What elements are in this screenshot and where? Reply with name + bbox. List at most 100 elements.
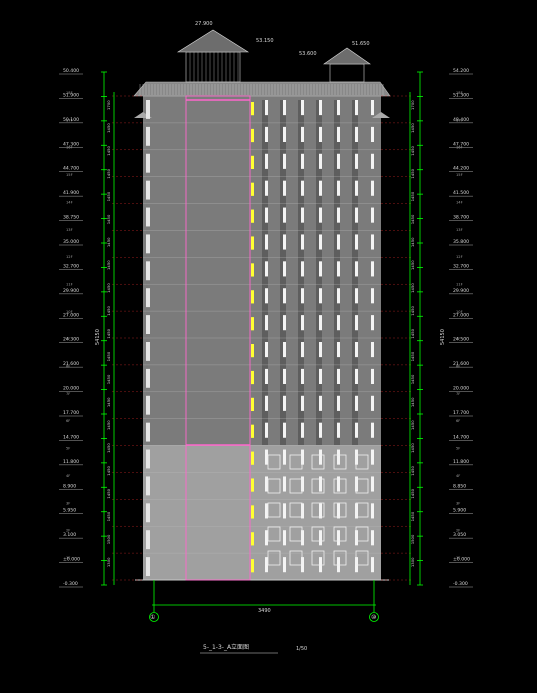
podium-window (267, 502, 281, 518)
window (301, 476, 304, 492)
window-accent (251, 209, 254, 223)
elevation-label: 27.000 (63, 312, 79, 318)
podium-window (267, 454, 281, 470)
floor-tag: 16F (456, 146, 463, 150)
window (337, 126, 340, 142)
story-dimension: 1450 (410, 214, 415, 224)
floor-tag: 18F (456, 91, 463, 95)
window (371, 449, 374, 465)
window (319, 261, 322, 277)
window-accent (251, 317, 254, 331)
window (301, 557, 304, 573)
elevation-label: 50.100 (63, 117, 79, 123)
window (371, 476, 374, 492)
podium-window (333, 526, 347, 542)
elevation-label: 44.700 (63, 166, 79, 172)
window (355, 315, 358, 331)
window (355, 476, 358, 492)
window-left-edge (146, 180, 150, 200)
floor-tag: 14F (66, 200, 73, 204)
floor-tag: 11F (66, 282, 73, 286)
window-left-edge (146, 288, 150, 308)
window-accent (251, 182, 254, 196)
window (371, 153, 374, 169)
window-left-edge (146, 207, 150, 227)
elevation-label: 35.800 (453, 239, 469, 245)
elevation-label: 11.800 (453, 459, 469, 465)
elevation-label: 48.400 (453, 117, 469, 123)
tower-left-roof (176, 29, 250, 53)
floor-tag: 1F (456, 556, 460, 560)
window (319, 449, 322, 465)
story-dimension: 1450 (106, 305, 111, 315)
window (301, 234, 304, 250)
window (337, 207, 340, 223)
podium-window (355, 502, 369, 518)
bottom-dimension (149, 580, 379, 654)
window-left-edge (146, 449, 150, 469)
window (301, 180, 304, 196)
elevation-label: 47.700 (453, 141, 469, 147)
floor-tag: 3F (456, 501, 460, 505)
story-dimension: 1450 (410, 260, 415, 270)
window-accent (251, 236, 254, 250)
floor-tag: 14F (456, 200, 463, 204)
window-left-edge (146, 261, 150, 281)
window-left-edge (146, 557, 150, 576)
elevation-label: 27.000 (453, 312, 469, 318)
window (319, 100, 322, 116)
window (301, 395, 304, 411)
window (371, 368, 374, 384)
podium-window (355, 550, 369, 566)
elevation-label: ±0.000 (63, 557, 80, 563)
elevation-label: 29.900 (453, 288, 469, 294)
window (337, 234, 340, 250)
story-dimension: 1450 (410, 123, 415, 133)
right-total-dimension: 54150 (440, 329, 446, 345)
elevation-label: 29.900 (63, 288, 79, 294)
window (337, 449, 340, 465)
window (265, 557, 268, 573)
floor-tag: 8F (456, 365, 460, 369)
drawing-scale: 1/50 (296, 646, 307, 652)
story-dimension: 1450 (410, 374, 415, 384)
elevation-label: 51.900 (63, 92, 79, 98)
floor-tag: 12F (66, 255, 73, 259)
highlight-bay (185, 95, 251, 581)
podium-window (311, 502, 325, 518)
window (337, 153, 340, 169)
elevation-label: 47.300 (63, 141, 79, 147)
podium-window (333, 478, 347, 494)
roof-cornice (133, 81, 391, 97)
window (265, 315, 268, 331)
window (371, 288, 374, 304)
window (265, 234, 268, 250)
axis-bubble-right-label: ⑩ (371, 614, 376, 621)
window (371, 180, 374, 196)
elevation-label: 17.700 (453, 410, 469, 416)
podium-window (267, 478, 281, 494)
story-dimension: 1450 (410, 237, 415, 247)
window (301, 100, 304, 116)
window-left-edge (146, 422, 150, 442)
window (319, 503, 322, 519)
window (355, 126, 358, 142)
story-dimension: 1500 (106, 534, 111, 544)
floor-tag: 2F (66, 529, 70, 533)
story-dimension: 1450 (106, 168, 111, 178)
window (337, 368, 340, 384)
window (355, 234, 358, 250)
story-dimension: 1450 (410, 191, 415, 201)
axis-bubble-right (369, 612, 379, 622)
window (355, 530, 358, 546)
floor-tag: 5F (456, 447, 460, 451)
podium-window (267, 526, 281, 542)
window (283, 395, 286, 411)
story-dimension: 1450 (410, 465, 415, 475)
window (283, 557, 286, 573)
window (355, 261, 358, 277)
elevation-label: 54.200 (453, 68, 469, 74)
floor-tag: 16F (66, 146, 73, 150)
window (265, 100, 268, 116)
window (371, 342, 374, 358)
